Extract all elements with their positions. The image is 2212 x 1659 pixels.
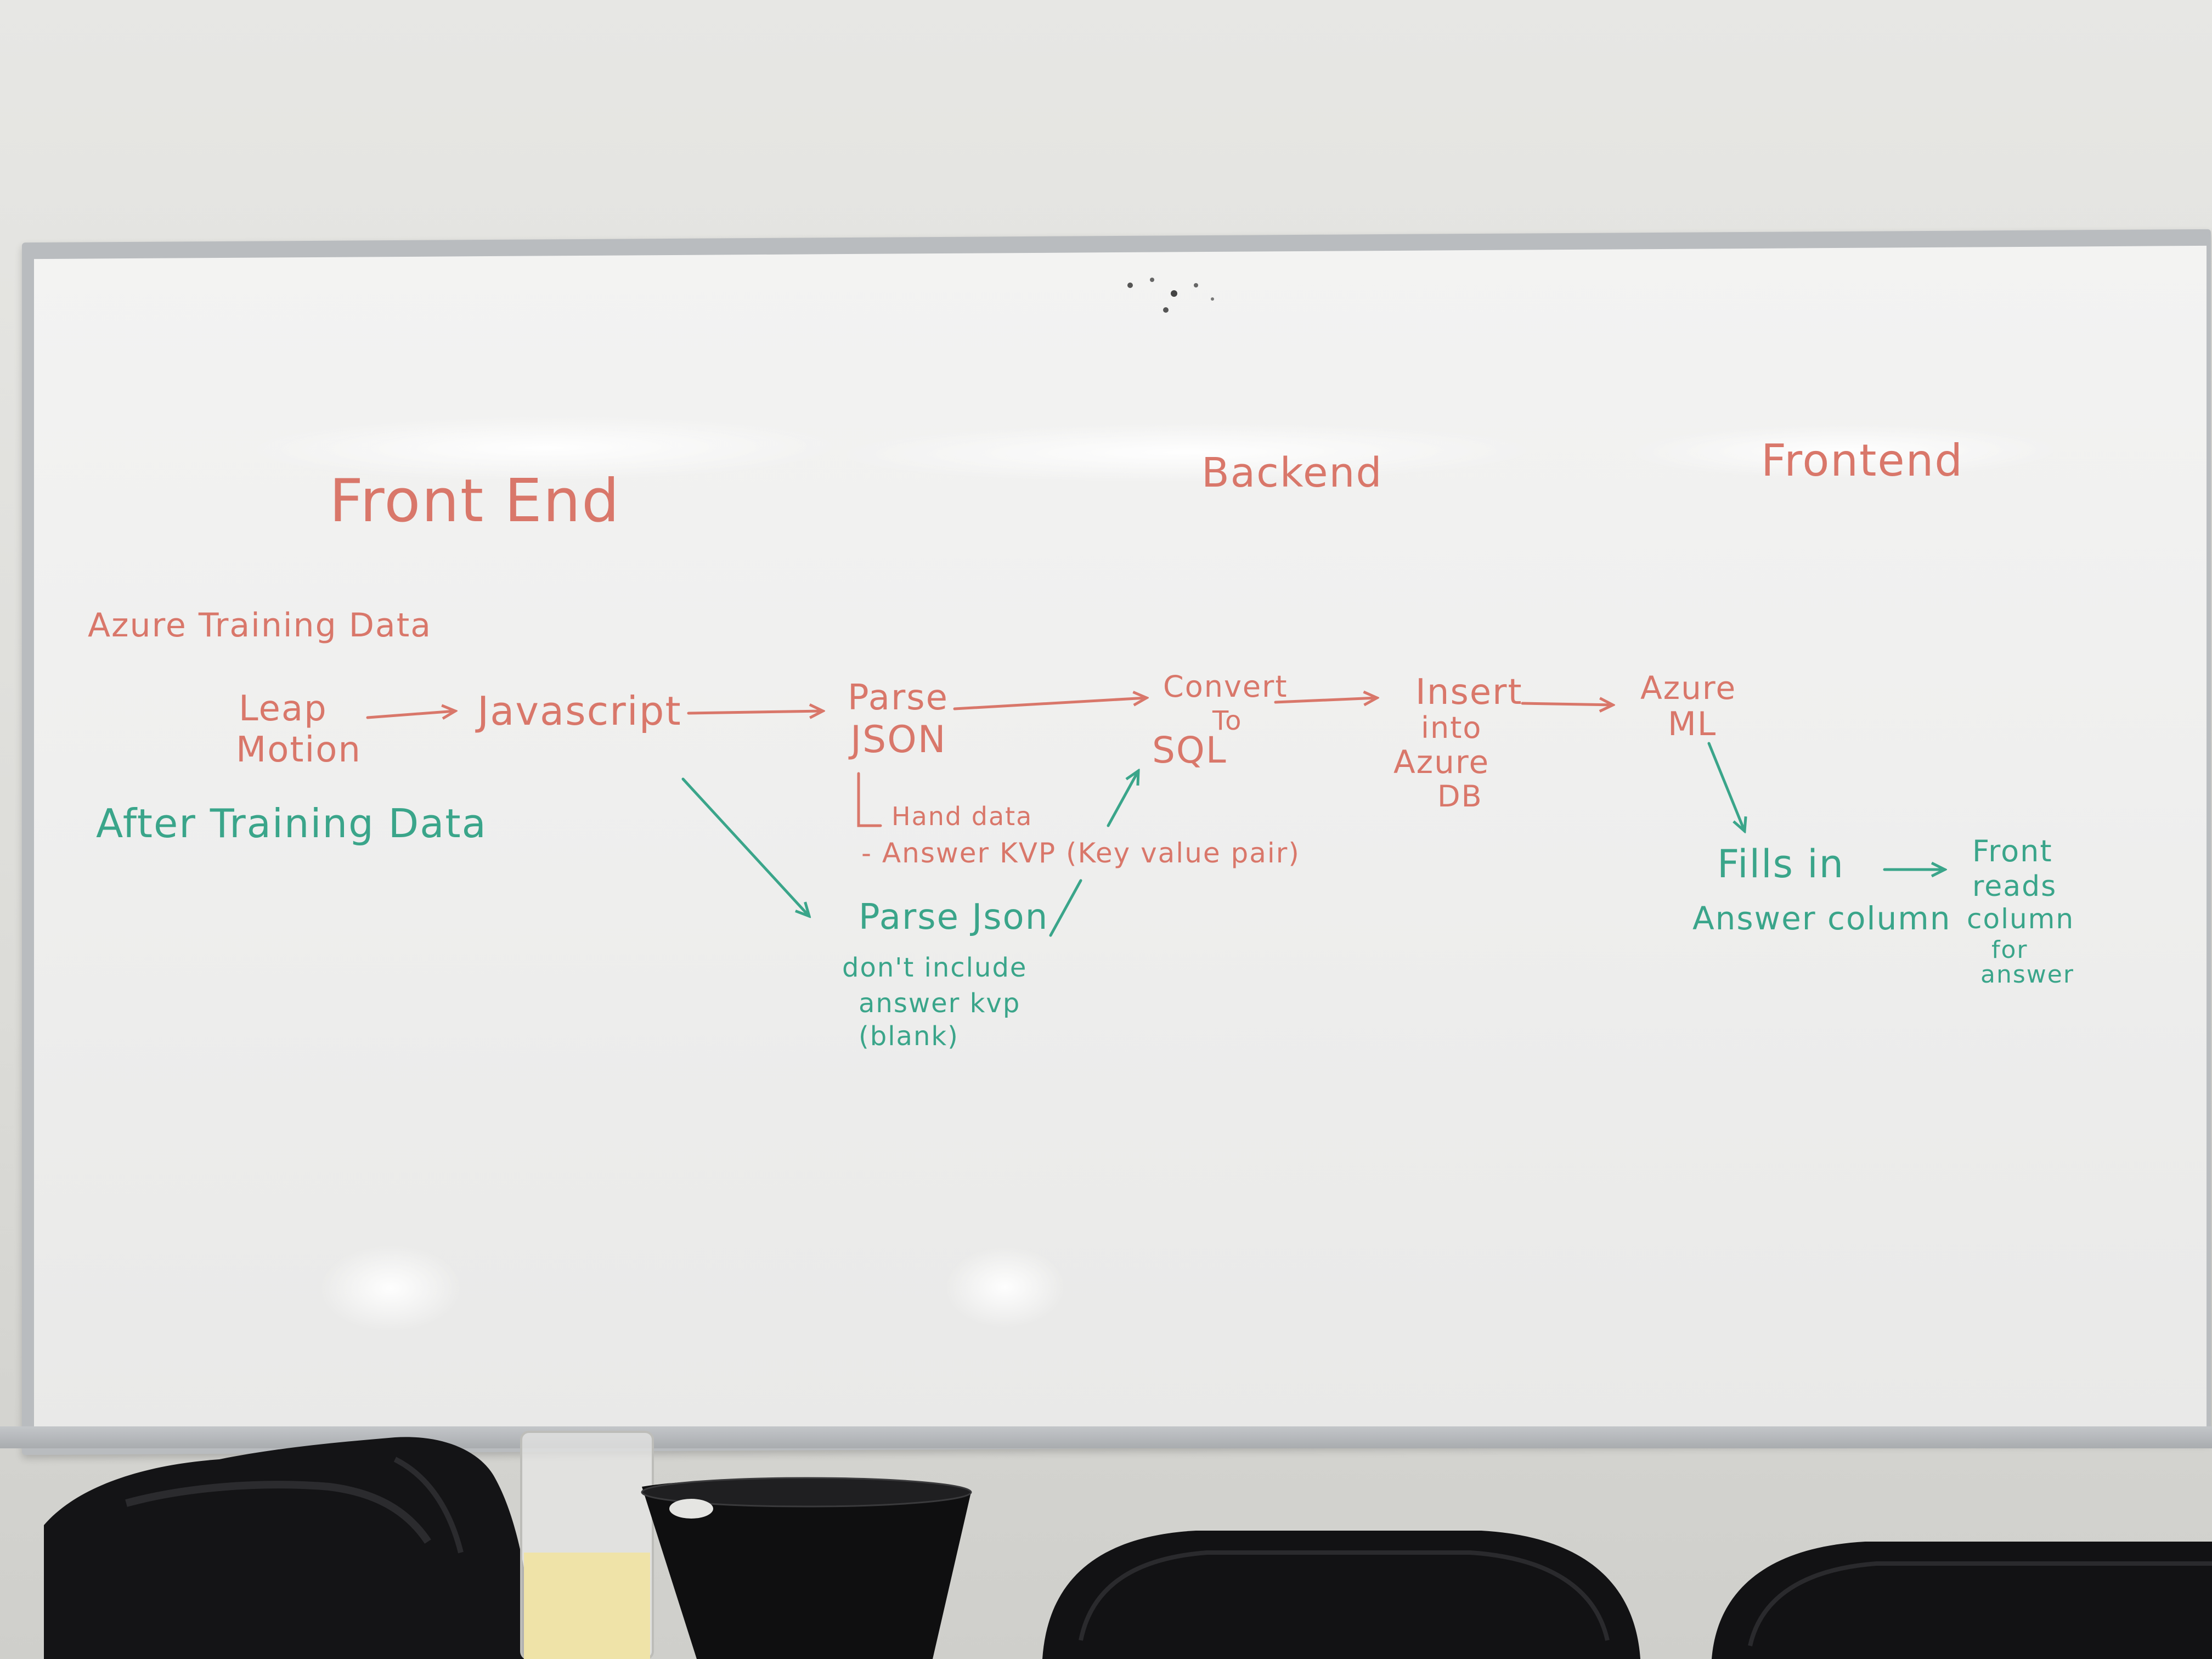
note-dont-include: don't include [842, 952, 1028, 983]
node-reads: reads [1972, 870, 2057, 903]
label-azure-training-data: Azure Training Data [88, 606, 432, 645]
node-front: Front [1972, 834, 2053, 868]
node-answer: answer [1980, 961, 2074, 989]
node-to: To [1212, 706, 1243, 736]
node-convert: Convert [1163, 669, 1288, 704]
node-answer-column: Answer column [1692, 900, 1951, 937]
node-azure-db: Azure [1393, 743, 1490, 781]
light-reflection [945, 1245, 1065, 1329]
black-jacket [44, 1437, 538, 1659]
note-parse-json-green: Parse Json [859, 897, 1049, 938]
office-chair [1712, 1542, 2212, 1659]
node-leap: Leap [239, 689, 328, 729]
node-azure-ml-azure: Azure [1640, 669, 1737, 707]
node-insert: Insert [1415, 672, 1523, 713]
office-chair [1042, 1531, 1640, 1659]
label-after-training-data: After Training Data [96, 800, 487, 847]
node-json: JSON [850, 718, 947, 761]
node-fills-in: Fills in [1717, 842, 1845, 887]
node-column: column [1967, 903, 2075, 935]
plastic-pitcher [520, 1431, 654, 1659]
marker-smudge [1127, 278, 1214, 313]
light-reflection [319, 1244, 462, 1333]
node-azure-ml-ml: ML [1668, 705, 1717, 743]
black-basket [641, 1477, 972, 1659]
node-javascript: Javascript [477, 688, 682, 734]
heading-backend: Backend [1201, 449, 1383, 496]
heading-front-end: Front End [329, 467, 620, 535]
heading-frontend: Frontend [1761, 435, 1964, 486]
node-into: into [1421, 710, 1482, 745]
node-parse: Parse [848, 678, 949, 718]
node-sql: SQL [1152, 729, 1227, 771]
node-db: DB [1437, 779, 1483, 814]
note-answer-kvp: - Answer KVP (Key value pair) [861, 837, 1300, 869]
node-motion: Motion [236, 730, 362, 770]
node-for: for [1991, 936, 2028, 964]
note-hand-data: Hand data [891, 802, 1033, 831]
note-answer-kvp-green: answer kvp [859, 988, 1021, 1019]
light-reflection [830, 420, 1543, 485]
note-blank: (blank) [859, 1021, 959, 1052]
